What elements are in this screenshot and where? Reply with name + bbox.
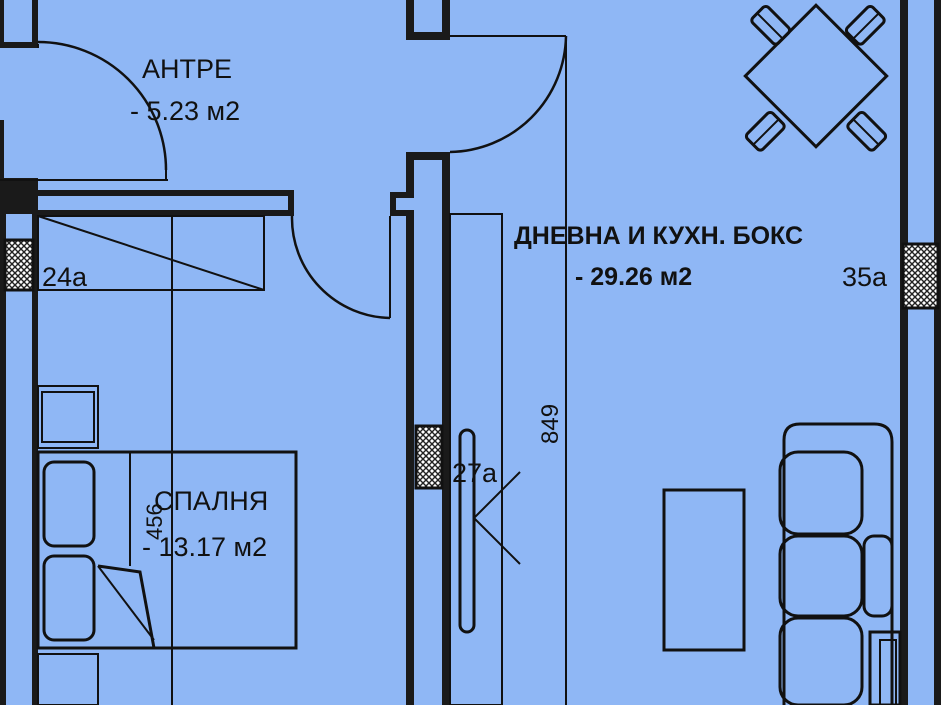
bedroom-room-name: СПАЛНЯ	[154, 486, 268, 516]
sofa-icon	[778, 422, 902, 705]
bedroom-room-area: - 13.17 м2	[142, 532, 267, 562]
living-room-name: ДНЕВНА И КУХН. БОКС	[514, 222, 803, 250]
door-swing-icon	[37, 40, 168, 180]
bedroom-width-dimension: 456	[142, 503, 167, 540]
entrance-room-name: АНТРЕ	[142, 54, 232, 84]
dining-table-icon	[743, 3, 889, 152]
tv-unit	[458, 428, 521, 634]
door-swing-icon	[449, 35, 568, 154]
right-outer-wall	[900, 0, 941, 705]
entrance-bedroom-wall	[32, 190, 294, 216]
column-marker-24a: 24а	[42, 262, 88, 292]
bed-icon	[36, 450, 298, 650]
hatched-column-icon	[3, 238, 35, 292]
column-marker-35a: 35а	[842, 262, 888, 292]
kitchen-counter	[449, 213, 503, 705]
bedside-table	[37, 653, 99, 705]
bedside-table	[37, 385, 99, 449]
living-height-dimension: 849	[537, 404, 564, 444]
hatched-column-icon	[414, 424, 444, 490]
entrance-room-area: - 5.23 м2	[130, 96, 240, 126]
coffee-table	[662, 488, 746, 652]
top-wall-stub	[406, 0, 450, 40]
door-swing-icon	[290, 215, 391, 320]
living-room-area: - 29.26 м2	[575, 263, 692, 291]
wardrobe	[37, 215, 265, 291]
hatched-column-icon	[901, 242, 940, 310]
column-marker-27a: 27а	[452, 458, 498, 488]
